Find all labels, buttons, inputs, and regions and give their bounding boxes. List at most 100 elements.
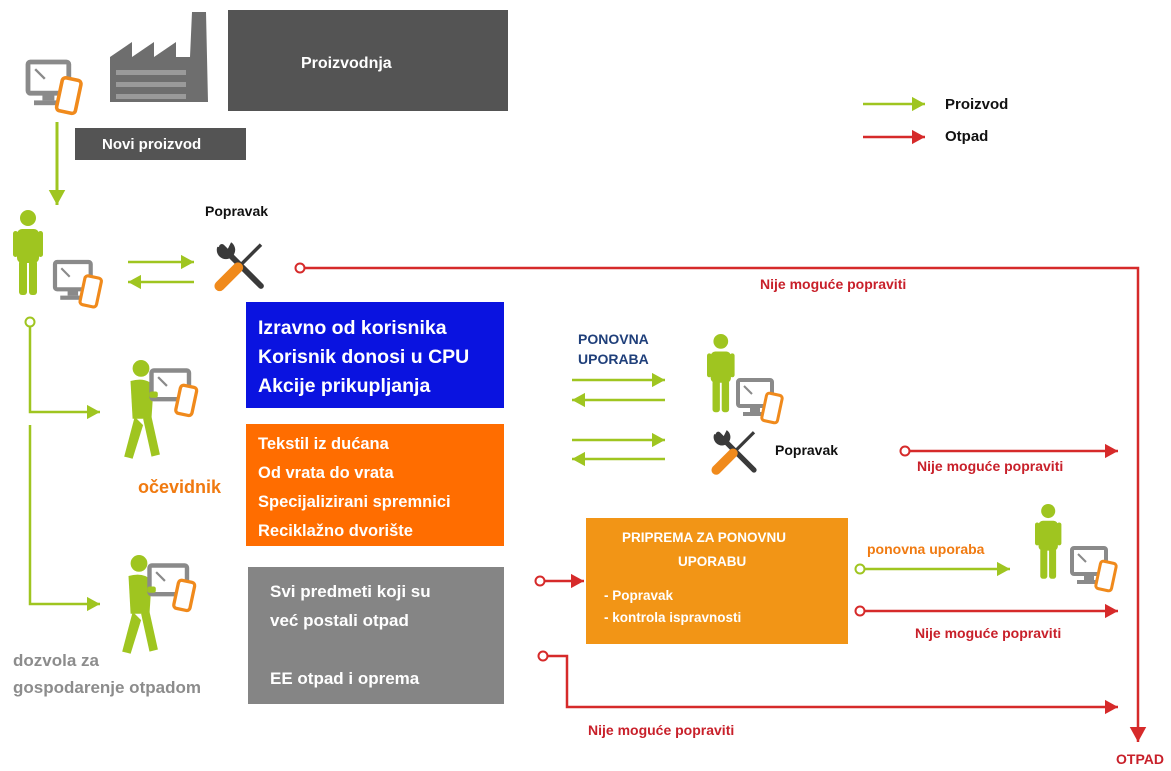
- cannot-repair-prep-arrow: [854, 603, 1118, 619]
- reuse-small-device-icon-glare: [1077, 553, 1087, 563]
- repair-mid-icon-wrench-head: [713, 430, 731, 446]
- otpad-label: OTPAD: [1116, 751, 1164, 767]
- to-permit-arrow: [28, 425, 100, 612]
- from-repair-top-arrow-head: [128, 274, 141, 290]
- reuse-small-device-icon-stand: [1084, 574, 1094, 580]
- top-device-icon-stand: [42, 93, 55, 101]
- factory-icon-stripe-2: [116, 82, 186, 87]
- reuse-small-device-icon-base: [1077, 580, 1101, 584]
- repair-top-icon: [214, 242, 264, 292]
- legend-product-arrow: [863, 96, 925, 112]
- cannot-repair-top-arrow-start: [294, 262, 306, 274]
- reuse-label-line-2: UPORABA: [578, 351, 649, 367]
- reuse-small-person-icon-arm-r: [1057, 522, 1062, 546]
- collection-line-2: Korisnik donosi u CPU: [258, 346, 470, 368]
- production-label: Proizvodnja: [301, 55, 392, 72]
- prep-reuse-arrow-start: [854, 563, 866, 575]
- witness-carrier-icon-hand: [149, 391, 158, 398]
- reuse-person-icon-leg-r: [721, 380, 730, 413]
- legend-waste-arrow: [863, 129, 925, 145]
- to-permit-arrow-line: [28, 425, 100, 606]
- user-device-icon-base: [60, 295, 86, 300]
- reuse-label: PONOVNA UPORABA: [578, 329, 649, 369]
- from-reuse-arrow-head: [572, 392, 585, 408]
- reuse-small-label: ponovna uporaba: [867, 541, 985, 557]
- to-repair-mid-arrow: [572, 432, 665, 448]
- reuse-person-icon: [707, 334, 735, 413]
- reuse-person-icon-head: [713, 334, 729, 349]
- witness-carrier-icon-device: [149, 368, 199, 418]
- cannot-repair-top-label: Nije moguće popraviti: [760, 276, 907, 292]
- repair-mid-icon: [711, 430, 757, 475]
- to-witness-arrow-start: [24, 316, 36, 328]
- user-person-icon: [13, 210, 43, 295]
- repair-top-icon-driver-handle: [214, 262, 244, 292]
- factory-icon: [110, 12, 208, 102]
- reuse-person-icon-arm-r: [730, 353, 735, 378]
- reuse-device-icon-base: [743, 412, 767, 416]
- user-device-icon-stand: [67, 289, 79, 296]
- cannot-repair-bottom-arrow-start: [537, 650, 549, 662]
- reuse-person-icon-leg-l: [712, 380, 720, 413]
- waste-items-line-2: već postali otpad: [270, 611, 409, 630]
- witness-carrier-icon-leg-l: [124, 416, 144, 459]
- permit-carrier-icon-body: [128, 574, 152, 614]
- cannot-repair-top-arrow-line: [300, 266, 1140, 742]
- permit-line-2: gospodarenje otpadom: [13, 678, 201, 697]
- reuse-label-line-1: PONOVNA: [578, 331, 649, 347]
- witness-carrier-icon-body: [130, 379, 154, 419]
- user-device-icon-phone: [78, 274, 103, 309]
- cannot-repair-prep-arrow-head: [1105, 603, 1118, 619]
- user-device-icon: [52, 259, 103, 309]
- permit-carrier-icon-hand: [147, 586, 156, 593]
- reuse-person-icon-arm-l: [707, 353, 712, 378]
- collection-point-3: Specijalizirani spremnici: [258, 493, 451, 511]
- cannot-repair-bottom-label: Nije moguće popraviti: [588, 722, 735, 738]
- reuse-device-icon-glare: [743, 385, 753, 395]
- repair-top-icon-driver-shaft: [236, 243, 263, 269]
- permit-carrier-icon-device: [147, 563, 197, 613]
- new-product-label: Novi proizvod: [102, 136, 202, 153]
- permit-carrier-icon-glare: [155, 571, 166, 582]
- to-repair-mid-arrow-head: [652, 432, 665, 448]
- permit-carrier-icon-phone: [172, 578, 197, 613]
- to-witness-arrow-head: [87, 404, 100, 420]
- to-reuse-arrow: [572, 372, 665, 388]
- new-product-box: Novi proizvod: [75, 128, 246, 160]
- witness-carrier-icon-head: [132, 360, 150, 377]
- permit-carrier-icon-head: [130, 555, 148, 572]
- prep-item-1: - Popravak: [604, 588, 674, 603]
- to-prep-arrow-start: [534, 575, 546, 587]
- reuse-small-person-icon-leg-r: [1049, 548, 1057, 579]
- to-prep-arrow: [534, 573, 584, 589]
- factory-icon-body: [110, 12, 208, 102]
- top-device-icon-phone: [54, 76, 83, 116]
- reuse-small-person-icon-head: [1041, 504, 1056, 519]
- witness-carrier-icon: [124, 360, 199, 459]
- cannot-repair-mid-arrow-start: [899, 445, 911, 457]
- waste-items-spacer: [270, 635, 504, 664]
- cannot-repair-bottom-arrow: [537, 650, 1118, 715]
- repair-mid-label: Popravak: [775, 442, 839, 458]
- collection-point-1: Tekstil iz dućana: [258, 435, 389, 453]
- legend-product-label: Proizvod: [945, 96, 1009, 113]
- reuse-small-person-icon-arm-l: [1035, 522, 1040, 546]
- cannot-repair-bottom-arrow-line: [543, 654, 1118, 709]
- permit-carrier-icon: [122, 555, 197, 654]
- reuse-device-icon-stand: [750, 406, 760, 412]
- prep-item-2: - kontrola ispravnosti: [604, 610, 742, 625]
- user-person-icon-leg-l: [19, 260, 27, 295]
- from-repair-mid-arrow-head: [572, 451, 585, 467]
- production-box: Proizvodnja: [228, 10, 508, 111]
- collection-points-box: Tekstil iz dućana Od vrata do vrata Spec…: [246, 424, 504, 546]
- collection-point-2: Od vrata do vrata: [258, 464, 394, 482]
- cannot-repair-bottom-arrow-head: [1105, 699, 1118, 715]
- collection-point-4: Reciklažno dvorište: [258, 522, 413, 540]
- collection-line-3: Akcije prikupljanja: [258, 375, 431, 397]
- legend-product-arrow-head: [912, 96, 925, 112]
- new-product-down-arrow: [48, 122, 66, 205]
- repair-top-icon-wrench-head: [216, 242, 236, 260]
- reuse-device-icon-phone: [760, 391, 784, 425]
- witness-label: očevidnik: [138, 477, 222, 497]
- user-person-icon-body: [17, 229, 39, 263]
